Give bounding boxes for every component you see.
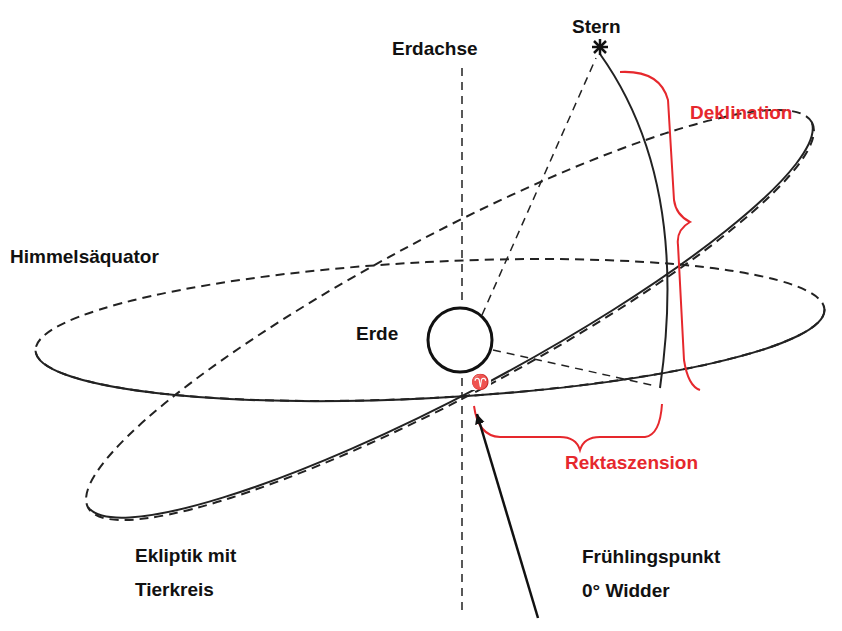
earth-circle: Erde (350, 300, 496, 380)
ecliptic-front (88, 123, 813, 518)
pointer-arrow (477, 414, 538, 618)
declination-brace (620, 72, 700, 390)
earth-axis (461, 378, 463, 610)
sight-line (482, 58, 596, 315)
star-symbol (592, 39, 608, 55)
sight-line (493, 350, 656, 386)
aries-symbol: ♈ (470, 374, 491, 390)
celestial-equator-front (36, 309, 825, 401)
right-ascension-brace (474, 404, 662, 450)
earth-circle-outline (428, 308, 492, 372)
celestial-equator (32, 241, 828, 418)
axis-label: Erdachse (392, 32, 502, 66)
declination-label: Deklination (690, 96, 830, 130)
ecliptic (50, 52, 842, 578)
earth-axis (461, 68, 463, 302)
right-ascension-label: Rektaszension (565, 446, 755, 480)
vernal-point-label: Frühlingspunkt 0° Widder (582, 540, 742, 608)
star-label: Stern (572, 10, 652, 44)
ecliptic-label: Ekliptik mit Tierkreis (135, 539, 275, 607)
equator-label: Himmelsäquator (10, 240, 230, 274)
hour-circle (600, 54, 668, 388)
earth-label: Erde (356, 322, 398, 346)
